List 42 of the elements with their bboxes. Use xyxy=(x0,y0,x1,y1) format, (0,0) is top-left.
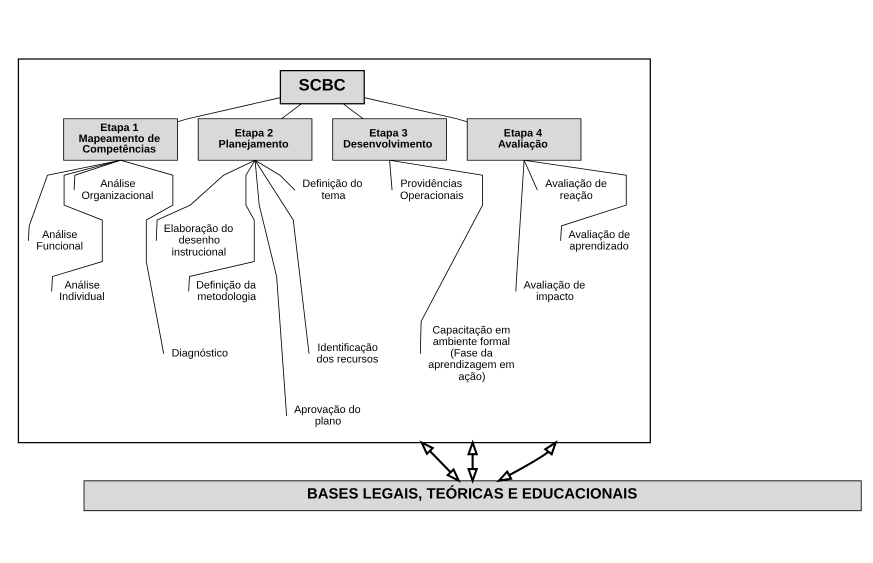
node-text: Análise Individual xyxy=(59,279,105,304)
node-text: Elaboração do desenho instrucional xyxy=(164,223,234,258)
node-text: Definição do tema xyxy=(302,178,362,202)
connector xyxy=(28,160,121,242)
node-box: SCBC xyxy=(280,70,365,104)
connector xyxy=(515,160,525,292)
arrow xyxy=(496,440,558,482)
connector xyxy=(389,160,483,354)
node-box: Etapa 1 Mapeamento de Competências xyxy=(63,118,178,161)
node-text: Capacitação em ambiente formal (Fase da aprendizagem em ação) xyxy=(428,324,515,383)
connector xyxy=(364,97,468,122)
node-text: Análise Funcional xyxy=(36,228,84,252)
node-box: BASES LEGAIS, TEÓRICAS E EDUCACIONAIS xyxy=(84,480,862,512)
node-text: Análise Organizacional xyxy=(82,178,154,202)
connector xyxy=(254,160,310,354)
connector xyxy=(177,97,281,122)
node-text: Avaliação de aprendizado xyxy=(568,228,630,252)
connector xyxy=(254,160,296,191)
node-box: Etapa 3 Desenvolvimento xyxy=(332,118,447,161)
connector xyxy=(281,104,302,120)
connector xyxy=(343,104,364,120)
connector xyxy=(524,160,538,191)
arrow xyxy=(467,439,478,484)
node-text: Definição da metodologia xyxy=(196,279,256,304)
node-text: Avaliação de impacto xyxy=(524,279,586,304)
connector xyxy=(51,160,121,292)
connector xyxy=(156,160,256,242)
connector xyxy=(524,160,627,242)
node-box: Etapa 4 Avaliação xyxy=(466,118,582,161)
node-text: Diagnóstico xyxy=(172,348,228,360)
node-text: Providências Operacionais xyxy=(400,178,464,202)
connector xyxy=(188,160,256,292)
arrow xyxy=(420,440,461,483)
node-text: Aprovação do plano xyxy=(294,404,361,428)
connector xyxy=(389,160,392,191)
connector xyxy=(120,160,174,354)
node-text: Avaliação de reação xyxy=(545,178,607,202)
node-box: Etapa 2 Planejamento xyxy=(198,118,312,161)
node-text: Identificação dos recursos xyxy=(316,342,378,366)
connector xyxy=(74,160,121,191)
cluster xyxy=(18,58,651,444)
connector xyxy=(254,160,288,416)
